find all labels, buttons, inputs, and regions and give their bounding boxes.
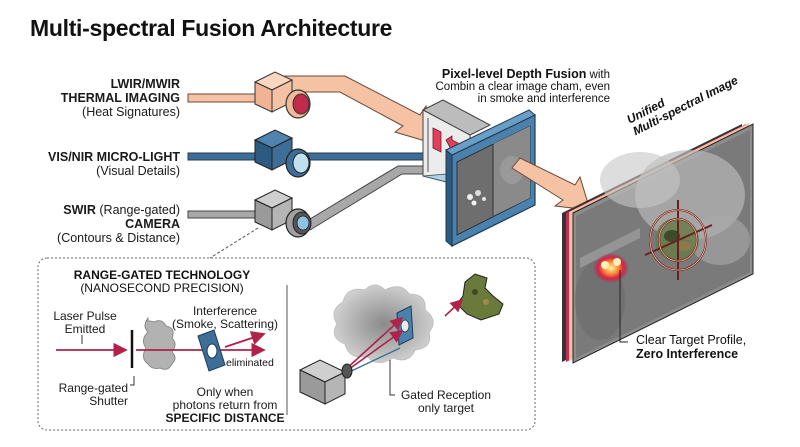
eliminated-label: eliminated xyxy=(226,357,274,369)
fusion-desc-line2: in smoke and interference xyxy=(477,93,610,105)
fusion-title-rest: with xyxy=(586,69,610,81)
visible-desc: (Visual Details) xyxy=(96,164,180,178)
interference-label: Interference (Smoke, Scattering) xyxy=(170,305,280,331)
gate-aperture-icon xyxy=(197,329,226,372)
thermal-sensor-label: LWIR/MWIR THERMAL IMAGING (Heat Signatur… xyxy=(20,77,180,119)
camouflaged-target-icon xyxy=(456,273,504,321)
range-gated-heading-line2: (NANOSECOND PRECISION) xyxy=(80,281,244,295)
swir-title: SWIR xyxy=(63,203,96,217)
interference-line1: Interference xyxy=(192,304,258,318)
swir-desc: (Contours & Distance) xyxy=(57,231,180,245)
thermal-subtitle: THERMAL IMAGING xyxy=(60,91,180,105)
range-gated-heading: RANGE-GATED TECHNOLOGY (NANOSECOND PRECI… xyxy=(72,269,252,295)
unified-image xyxy=(562,123,754,364)
shutter-line2: Shutter xyxy=(89,394,128,408)
only-when-line2: photons return from xyxy=(172,398,278,412)
swir-leader-line xyxy=(209,227,259,259)
range-gated-heading-line1: RANGE-GATED TECHNOLOGY xyxy=(73,268,251,282)
visible-camera-icon xyxy=(253,129,311,178)
visible-feed xyxy=(187,152,464,161)
swir-subtitle: CAMERA xyxy=(125,217,180,231)
output-caption-line2: Zero Interference xyxy=(636,347,739,361)
fusion-desc-line1: Combin a clear image cham, even xyxy=(435,81,611,93)
thermal-title: LWIR/MWIR xyxy=(110,77,180,91)
output-caption-line1: Clear Target Profile, xyxy=(636,333,747,347)
page-title: Multi-spectral Fusion Architecture xyxy=(30,15,393,41)
swir-camera-icon xyxy=(253,189,312,238)
laser-label-line1: Laser Pulse xyxy=(53,309,117,323)
smoke-cloud-icon xyxy=(142,316,176,370)
only-when-line3: SPECIFIC DISTANCE xyxy=(165,411,285,425)
shutter-label: Range-gated Shutter xyxy=(52,382,128,408)
reception-line2: only target xyxy=(417,401,475,415)
gated-reception-scene xyxy=(298,273,504,405)
heat-signature xyxy=(593,253,629,283)
only-when-line1: Only when xyxy=(196,385,254,399)
gated-reception-label: Gated Reception only target xyxy=(396,389,496,415)
interference-line2: (Smoke, Scattering) xyxy=(171,317,279,331)
thermal-feed xyxy=(187,75,433,144)
reception-line1: Gated Reception xyxy=(400,388,492,402)
output-arrow xyxy=(511,157,591,211)
range-gated-panel xyxy=(37,257,536,431)
fusion-title: Pixel-level Depth Fusion xyxy=(441,67,587,81)
swir-sensor-label: SWIR (Range-gated) CAMERA (Contours & Di… xyxy=(20,203,180,245)
laser-label-line2: Emitted xyxy=(64,322,106,336)
thermal-desc: (Heat Signatures) xyxy=(82,105,180,119)
specific-distance-label: Only when photons return from SPECIFIC D… xyxy=(165,386,285,425)
shutter-line1: Range-gated xyxy=(58,381,128,395)
visible-title: VIS/NIR MICRO-LIGHT xyxy=(48,150,180,164)
output-caption: Clear Target Profile, Zero Interference xyxy=(636,333,746,361)
visible-sensor-label: VIS/NIR MICRO-LIGHT (Visual Details) xyxy=(20,150,180,178)
laser-pulse-label: Laser Pulse Emitted xyxy=(50,310,120,336)
fusion-label: Pixel-level Depth Fusion with Combin a c… xyxy=(430,67,611,105)
swir-title-rest: (Range-gated) xyxy=(95,203,180,217)
thermal-camera-icon xyxy=(253,71,311,119)
